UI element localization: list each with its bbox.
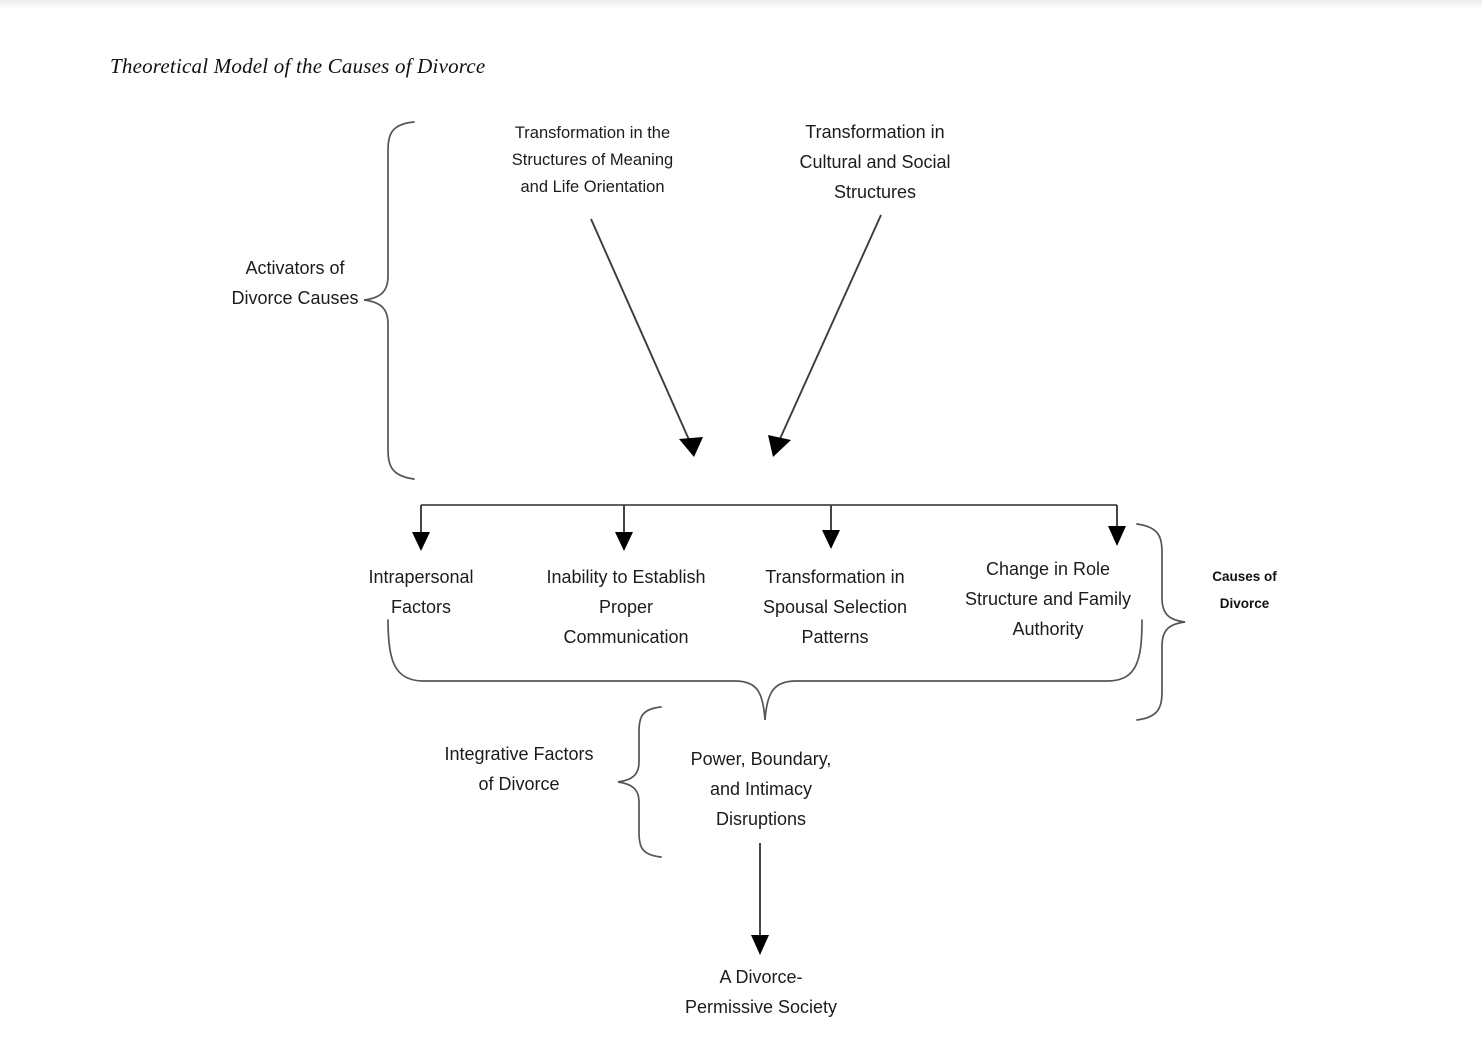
- node-transformation-cultural-line1: Transformation in: [805, 122, 945, 142]
- figure-title: Theoretical Model of the Causes of Divor…: [110, 54, 486, 78]
- integrative-factors-brace: [617, 706, 662, 858]
- group-label-causes-of-divorce: Causes of Divorce: [1192, 563, 1297, 617]
- node-transformation-meaning: Transformation in the Structures of Mean…: [480, 120, 705, 201]
- group-label-causes-of-divorce-line2: Divorce: [1219, 596, 1270, 611]
- group-label-integrative-factors: Integrative Factors of Divorce: [424, 739, 614, 799]
- group-label-causes-of-divorce-line1: Causes of: [1212, 569, 1277, 584]
- node-power-boundary-intimacy-line2: and Intimacy: [709, 779, 813, 799]
- node-power-boundary-intimacy: Power, Boundary, and Intimacy Disruption…: [668, 744, 854, 834]
- arrow-line-cultural: [778, 214, 882, 442]
- node-inability-communication-line1: Inability to Establish: [546, 567, 706, 587]
- node-transformation-cultural-line2: Cultural and Social: [799, 152, 951, 172]
- arrow-head-outcome: [751, 935, 769, 955]
- node-divorce-permissive-society: A Divorce- Permissive Society: [665, 962, 857, 1022]
- arrow-head-meaning: [679, 437, 703, 457]
- node-intrapersonal-factors-line1: Intrapersonal: [368, 567, 474, 587]
- arrow-line-meaning: [590, 218, 691, 443]
- node-spousal-selection-line3: Patterns: [801, 627, 869, 647]
- node-transformation-meaning-line3: and Life Orientation: [520, 178, 665, 196]
- arrow-head-role-structure: [1108, 526, 1126, 546]
- node-role-structure: Change in Role Structure and Family Auth…: [950, 554, 1146, 644]
- node-spousal-selection-line1: Transformation in: [765, 567, 905, 587]
- top-gray-band: [0, 0, 1482, 9]
- node-transformation-cultural-line3: Structures: [833, 182, 917, 202]
- arrow-head-spousal: [822, 530, 840, 549]
- arrow-head-communication: [615, 532, 633, 551]
- node-intrapersonal-factors: Intrapersonal Factors: [335, 562, 507, 622]
- node-power-boundary-intimacy-line3: Disruptions: [715, 809, 807, 829]
- group-label-integrative-factors-line1: Integrative Factors: [444, 744, 594, 764]
- group-label-activators-line1: Activators of: [245, 258, 345, 278]
- node-inability-communication: Inability to Establish Proper Communicat…: [528, 562, 724, 652]
- arrow-head-intrapersonal: [412, 532, 430, 551]
- node-role-structure-line2: Structure and Family: [964, 589, 1132, 609]
- group-label-integrative-factors-line2: of Divorce: [478, 774, 560, 794]
- node-role-structure-line1: Change in Role: [985, 559, 1111, 579]
- arrow-head-cultural: [768, 435, 791, 457]
- node-spousal-selection-line2: Spousal Selection: [762, 597, 908, 617]
- node-transformation-meaning-line2: Structures of Meaning: [511, 151, 674, 169]
- node-inability-communication-line2: Proper: [598, 597, 654, 617]
- node-spousal-selection: Transformation in Spousal Selection Patt…: [745, 562, 925, 652]
- node-power-boundary-intimacy-line1: Power, Boundary,: [690, 749, 832, 769]
- node-role-structure-line3: Authority: [1012, 619, 1084, 639]
- group-label-activators: Activators of Divorce Causes: [205, 253, 385, 313]
- node-transformation-cultural: Transformation in Cultural and Social St…: [775, 117, 975, 207]
- group-label-activators-line2: Divorce Causes: [231, 288, 359, 308]
- node-transformation-meaning-line1: Transformation in the: [514, 124, 671, 142]
- node-intrapersonal-factors-line2: Factors: [390, 597, 451, 617]
- node-divorce-permissive-society-line1: A Divorce-: [719, 967, 803, 987]
- node-inability-communication-line3: Communication: [563, 627, 689, 647]
- node-divorce-permissive-society-line2: Permissive Society: [684, 997, 838, 1017]
